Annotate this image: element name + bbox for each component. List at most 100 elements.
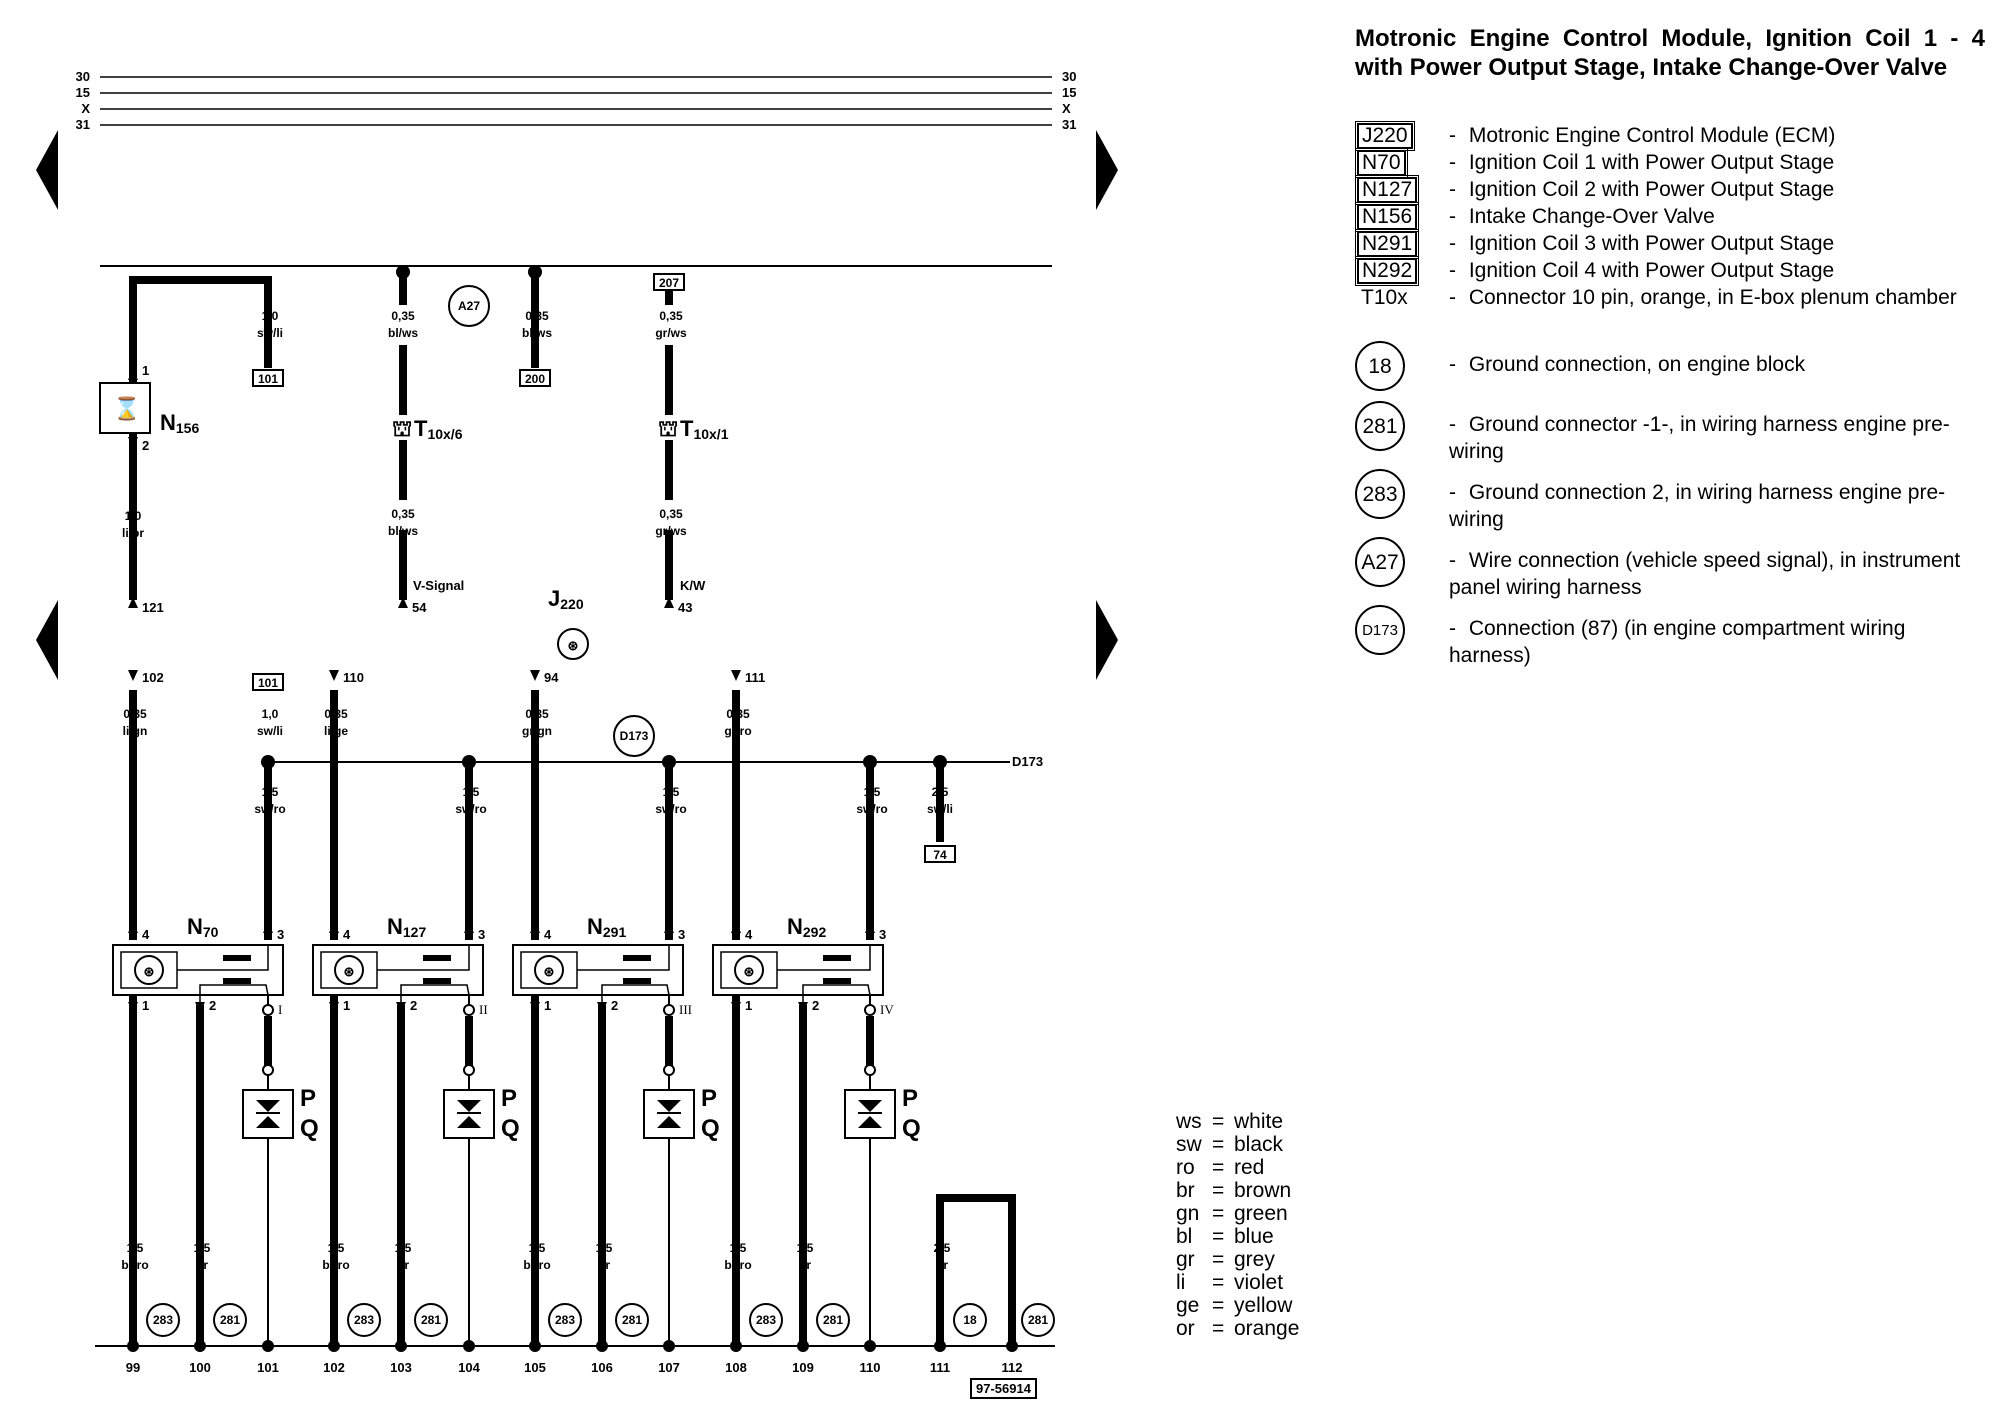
coil-winding-icon	[223, 978, 251, 984]
color-key-row: ws=white	[1176, 1110, 1284, 1133]
junction-dot	[395, 1340, 407, 1352]
ground-circle-label: 281	[220, 1313, 240, 1327]
ground-legend-code: 281	[1355, 401, 1405, 451]
transistor-icon	[334, 955, 364, 985]
page-prev-arrow-top[interactable]	[36, 130, 58, 210]
ground-circle-label: A27	[458, 299, 480, 313]
component-label: T10x/6	[414, 416, 463, 442]
pin-arrow	[731, 922, 741, 933]
ground-legend-item: A27- Wire connection (vehicle speed sign…	[1355, 537, 1985, 601]
pin-label: 4	[343, 927, 351, 942]
valve-n156	[99, 382, 151, 434]
bottom-track-number: 104	[458, 1360, 480, 1375]
pin-label: 102	[142, 670, 164, 685]
pin-label: 4	[142, 927, 150, 942]
transistor-icon-glyph: ⊛	[568, 638, 579, 653]
junction-dot	[529, 1340, 541, 1352]
pin-label: 1	[544, 998, 551, 1013]
ground-circle	[548, 1303, 582, 1337]
color-key-row: gn=green	[1176, 1202, 1288, 1225]
page-title: Motronic Engine Control Module, Ignition…	[1355, 25, 1985, 81]
ground-circle-label: 281	[622, 1313, 642, 1327]
wire-size-label: 0,35	[659, 507, 683, 521]
wire-color-label: br/ro	[724, 1258, 751, 1272]
transistor-icon-glyph: ⊛	[344, 964, 355, 979]
legend-desc: - Ignition Coil 2 with Power Output Stag…	[1449, 178, 1835, 201]
pin-arrow	[128, 597, 138, 608]
page-next-arrow-bottom[interactable]	[1096, 600, 1118, 680]
ground-circle	[213, 1303, 247, 1337]
component-label: N70	[187, 914, 219, 940]
ground-circle	[414, 1303, 448, 1337]
reference-box	[252, 369, 284, 387]
ground-legend-code: D173	[1355, 605, 1405, 655]
color-key-row: ro=red	[1176, 1156, 1265, 1179]
page-next-arrow-top[interactable]	[1096, 130, 1118, 210]
spark-plug-label: Q	[902, 1115, 921, 1142]
wire	[129, 276, 272, 480]
spark-plug-label: Q	[300, 1115, 319, 1142]
transistor-icon-glyph: ⊛	[144, 964, 155, 979]
internal-wire	[601, 984, 670, 1005]
legend-item: N156- Intake Change-Over Valve	[1354, 202, 1985, 232]
page-prev-arrow-bottom[interactable]	[36, 600, 58, 680]
wire-size-label: 1,5	[797, 1241, 814, 1255]
junction-dot	[730, 1340, 742, 1352]
ground-circle	[1021, 1303, 1055, 1337]
bottom-track-number: 106	[591, 1360, 613, 1375]
spark-plug-label: Q	[501, 1115, 520, 1142]
legend-item: N127- Ignition Coil 2 with Power Output …	[1354, 175, 1985, 205]
junction-dot	[528, 265, 542, 279]
reference-box	[924, 845, 956, 863]
junction-dot	[663, 1340, 675, 1352]
ground-circle-label: 283	[153, 1313, 173, 1327]
pin-label: 1	[343, 998, 350, 1013]
terminal	[864, 1004, 876, 1016]
transistor-icon	[534, 955, 564, 985]
coil-winding-icon	[423, 978, 451, 984]
reference-box-label: 101	[258, 372, 278, 386]
ground-circle	[146, 1303, 180, 1337]
wire-size-label: 2,5	[934, 1241, 951, 1255]
color-key-row: sw=black	[1176, 1133, 1284, 1156]
rail-label-right: 15	[1062, 85, 1076, 100]
bottom-track-number: 102	[323, 1360, 345, 1375]
color-key-row: br=brown	[1176, 1179, 1292, 1202]
ground-circle-label: D173	[620, 729, 649, 743]
pin-arrow	[464, 922, 474, 933]
reference-box-label: 74	[933, 848, 947, 862]
reference-box	[519, 369, 551, 387]
pin-label: 110	[343, 670, 364, 685]
rail-label-left: 31	[76, 117, 90, 132]
bottom-track-number: 107	[658, 1360, 680, 1375]
coil-winding-icon	[623, 955, 651, 961]
component-label: N156	[160, 410, 199, 436]
junction-dot	[596, 1340, 608, 1352]
pin-label: 43	[678, 600, 692, 615]
bottom-track-number: 99	[126, 1360, 140, 1375]
junction-dot	[396, 265, 410, 279]
pin-arrow	[530, 1002, 540, 1013]
pin-label: 2	[611, 998, 618, 1013]
spark-plug-icon	[256, 1100, 280, 1112]
pin-label: 111	[745, 670, 765, 685]
ground-circle	[448, 285, 490, 327]
ground-circle	[347, 1303, 381, 1337]
legend-item: N292- Ignition Coil 4 with Power Output …	[1354, 256, 1985, 286]
reference-box	[252, 673, 284, 691]
ground-circle	[613, 715, 655, 757]
component-label: N127	[387, 914, 426, 940]
junction-dot	[194, 1340, 206, 1352]
legend-desc: - Ignition Coil 1 with Power Output Stag…	[1449, 151, 1835, 174]
wire-size-label: 1,5	[328, 1241, 345, 1255]
ground-legend-desc: - Ground connection, on engine block	[1449, 353, 1806, 376]
color-key-row: ge=yellow	[1176, 1294, 1293, 1317]
legend-desc: - Ignition Coil 4 with Power Output Stag…	[1449, 259, 1835, 282]
rail-label-right: X	[1062, 101, 1071, 116]
pin-arrow	[798, 1002, 808, 1013]
coil-winding-icon	[823, 978, 851, 984]
wire-color-label: br	[397, 1258, 409, 1272]
coil-winding-icon	[623, 978, 651, 984]
